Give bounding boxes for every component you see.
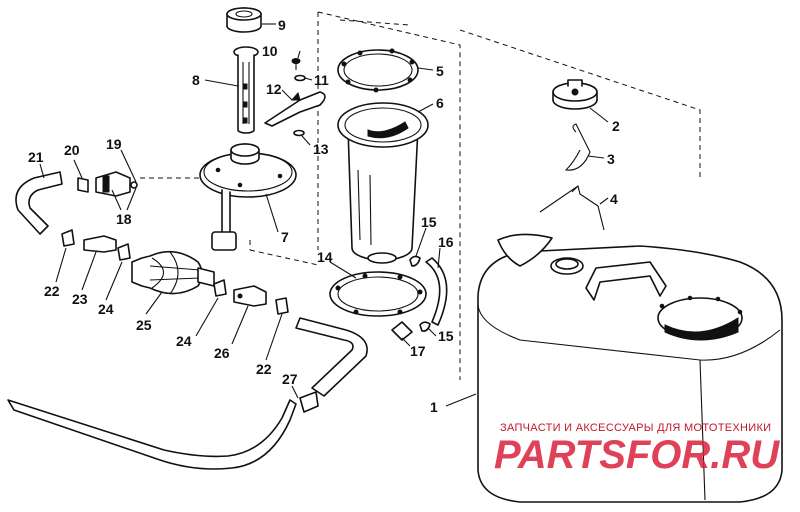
part-6-canister <box>337 102 429 264</box>
watermark-site: PARTSFOR.RU <box>494 433 780 477</box>
callout-5: 5 <box>436 63 444 79</box>
part-8-gauge-tube <box>233 46 259 134</box>
callout-6: 6 <box>436 95 444 111</box>
part-3-retaining-pin <box>564 123 591 171</box>
part-5-gasket <box>337 48 419 93</box>
part-21-hose <box>15 171 63 235</box>
part-20-clamp <box>77 177 89 193</box>
part-4-wire-clip <box>539 185 605 231</box>
callout-27: 27 <box>282 371 298 387</box>
part-7-pickup-assembly <box>199 143 297 251</box>
callout-26: 26 <box>214 345 230 361</box>
part-13-washer <box>293 129 305 137</box>
part-22-clamp-left <box>61 229 75 247</box>
part-14-gasket <box>329 271 427 317</box>
leader-lines <box>39 23 609 407</box>
callout-22-right: 22 <box>256 361 272 377</box>
part-26-fitting <box>233 285 267 307</box>
part-9-fuel-cap <box>226 7 262 33</box>
callout-23: 23 <box>72 291 88 307</box>
part-17-filter <box>391 321 413 341</box>
callout-10: 10 <box>262 43 278 59</box>
callout-17: 17 <box>410 343 426 359</box>
callout-9: 9 <box>278 17 286 33</box>
callout-2: 2 <box>612 118 620 134</box>
callout-15-lower: 15 <box>438 328 454 344</box>
assembly-guide-lines <box>140 11 701 380</box>
callout-20: 20 <box>64 142 80 158</box>
callout-18: 18 <box>116 211 132 227</box>
part-11-washer <box>294 74 306 82</box>
callout-22-left: 22 <box>44 283 60 299</box>
part-1-fuel-tank <box>477 233 783 503</box>
part-25-primer-bulb <box>131 250 215 295</box>
callout-13: 13 <box>313 141 329 157</box>
callout-7: 7 <box>281 229 289 245</box>
callout-4: 4 <box>610 191 618 207</box>
part-23-fitting <box>83 235 117 253</box>
callout-3: 3 <box>607 151 615 167</box>
part-22-clamp-right <box>275 297 289 315</box>
callout-labels: 1 2 3 4 5 6 7 8 9 10 11 12 13 14 15 15 1… <box>28 17 620 415</box>
watermark: ЗАПЧАСТИ И АКСЕССУАРЫ ДЛЯ МОТОТЕХНИКИ PA… <box>494 422 780 477</box>
callout-14: 14 <box>317 249 333 265</box>
part-16-hose <box>425 257 448 326</box>
part-15-clamp-upper <box>409 255 421 267</box>
callout-11: 11 <box>314 72 329 88</box>
part-2-tank-cap <box>552 79 598 110</box>
part-18-connector <box>95 171 138 197</box>
part-24-clamp-right <box>213 279 227 297</box>
callout-12: 12 <box>266 81 282 97</box>
callout-8: 8 <box>192 72 200 88</box>
callout-25: 25 <box>136 317 152 333</box>
callout-16: 16 <box>438 234 454 250</box>
part-15-clamp-lower <box>419 321 431 332</box>
part-12-bracket <box>264 91 326 127</box>
part-27-fuel-line <box>7 317 368 470</box>
part-24-clamp-left <box>117 243 131 261</box>
callout-1: 1 <box>430 399 438 415</box>
callout-15-upper: 15 <box>421 214 437 230</box>
callout-19: 19 <box>106 136 122 152</box>
part-10-screw <box>291 58 301 70</box>
watermark-tagline: ЗАПЧАСТИ И АКСЕССУАРЫ ДЛЯ МОТОТЕХНИКИ <box>500 422 771 434</box>
callout-24-right: 24 <box>176 333 192 349</box>
callout-21: 21 <box>28 149 44 165</box>
callout-24-left: 24 <box>98 301 114 317</box>
